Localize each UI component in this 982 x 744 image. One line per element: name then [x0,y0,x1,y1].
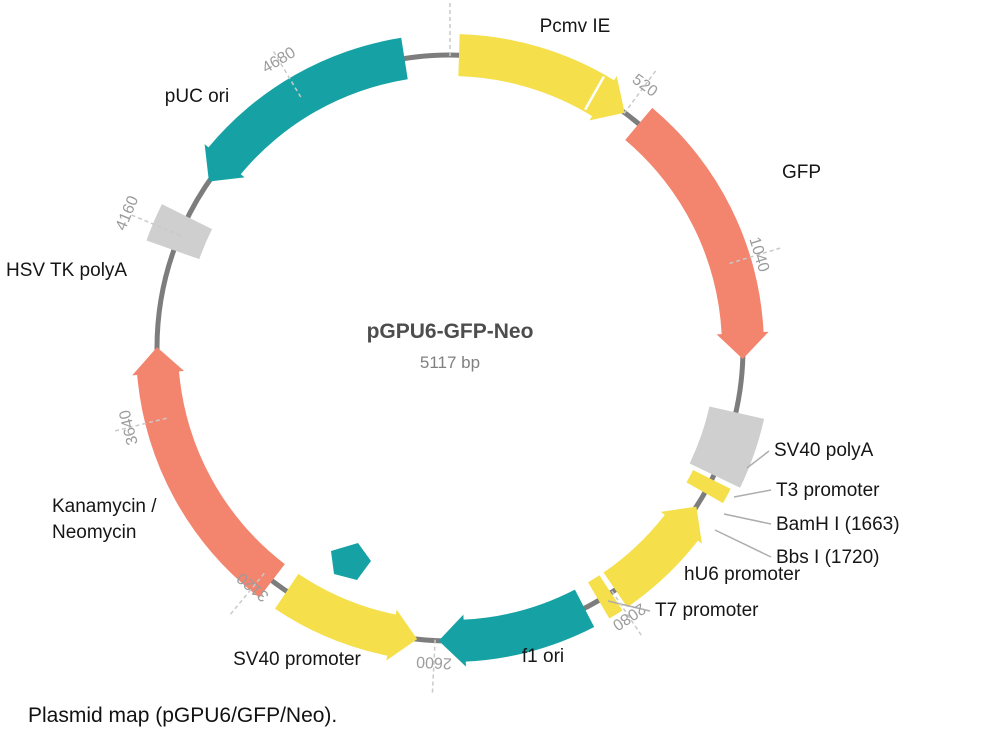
feature-sv40-promoter [274,573,418,661]
feature-gfp [625,107,769,360]
plasmid-size: 5117 bp [420,353,480,372]
tick-520 [623,69,657,114]
feature-hsv-tk-polya [146,204,213,260]
leader-t7-promoter [607,600,651,612]
feature-label-bbs1-site: Bbs I (1720) [776,547,880,568]
figure-caption: Plasmid map (pGPU6/GFP/Neo). [28,704,337,727]
tick-label-2600: 2600 [416,653,453,672]
leader-sv40-polya [746,450,770,469]
plasmid-title: pGPU6-GFP-Neo [367,320,534,343]
tick-4160 [130,213,181,237]
insert-site-marker [331,543,371,580]
feature-f1-ori [438,589,595,667]
feature-label-gfp: GFP [782,162,821,183]
feature-label-hu6-promoter: hU6 promoter [684,564,801,585]
feature-label-sv40-polya: SV40 polyA [774,440,874,461]
tick-4680 [272,50,302,98]
feature-label-hsv-tk-polya: HSV TK polyA [6,260,127,281]
feature-kan-neo [132,347,285,598]
feature-label-t3-promoter: T3 promoter [776,480,880,501]
feature-label-kan-neo: Kanamycin /Neomycin [52,496,157,543]
feature-t7-promoter [588,575,623,619]
tick-label-4160: 4160 [113,193,142,232]
leader-bamh1-site [723,513,772,525]
tick-3120 [229,572,265,616]
feature-t3-promoter [686,469,731,504]
feature-sv40-polya [689,406,765,488]
tick-2600 [431,639,436,694]
leader-t3-promoter [733,489,772,498]
feature-label-bamh1-site: BamH I (1663) [776,514,900,535]
feature-hu6-promoter [603,506,702,608]
feature-label-pcmv-ie: Pcmv IE [540,16,611,37]
tick-label-520: 520 [629,71,661,101]
feature-pcmv-ie [458,34,625,121]
feature-label-f1-ori: f1 ori [522,646,564,667]
tick-label-4680: 4680 [259,44,298,77]
feature-puc-ori [204,37,408,182]
tick-1040 [729,247,782,265]
feature-label-puc-ori: pUC ori [165,86,229,107]
feature-label-sv40-promoter: SV40 promoter [233,649,361,670]
tick-label-3640: 3640 [117,408,142,447]
feature-label-t7-promoter: T7 promoter [655,600,759,621]
leader-bbs1-site [714,529,772,558]
feature-notch-pcmv-ie [584,75,605,111]
tick-2080 [611,590,643,637]
tick-3640 [113,417,167,432]
